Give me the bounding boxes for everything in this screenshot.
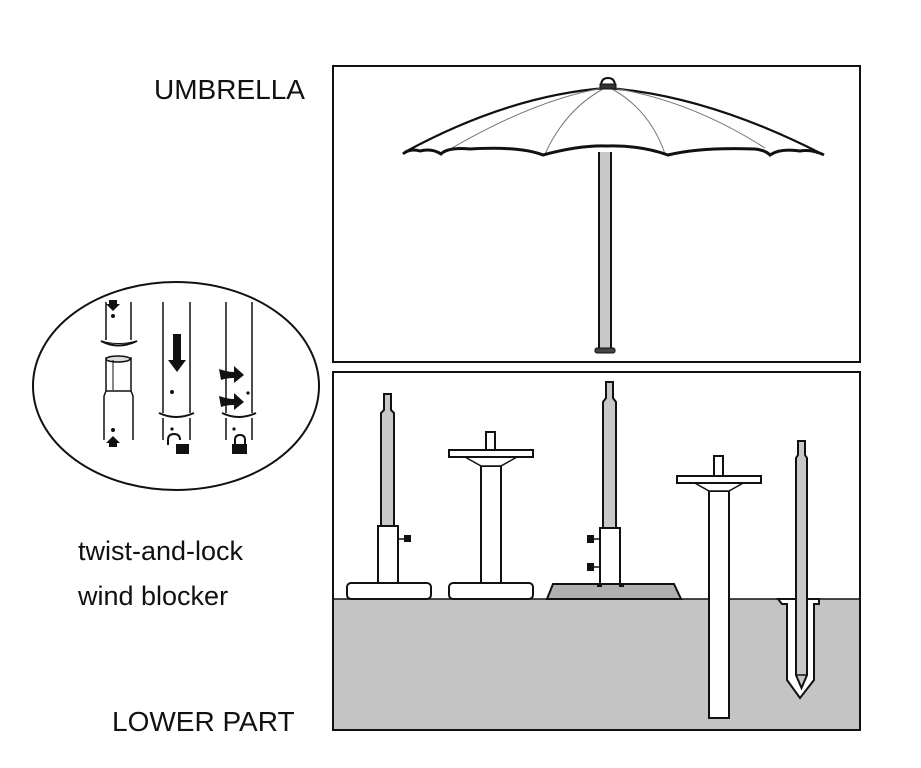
- ground: [334, 599, 859, 729]
- lower-part-label: LOWER PART: [112, 706, 295, 737]
- twist-arrow-icon: [219, 393, 244, 410]
- callout-ellipse: [32, 281, 320, 491]
- locked-padlock-icon: [232, 433, 247, 454]
- canopy-rib: [611, 87, 766, 149]
- wind-blocker-label-line2: wind blocker: [78, 581, 229, 611]
- variant-telescopic-pole-grey-base: [545, 381, 683, 600]
- variant-ground-tube-table: [676, 455, 762, 719]
- step-2-push-down: [158, 302, 195, 454]
- umbrella-label: UMBRELLA: [154, 74, 305, 105]
- arrow-up-icon: [106, 436, 120, 447]
- canopy-rib: [544, 88, 604, 155]
- lower-panel: [332, 371, 861, 731]
- variant-ground-spike: [775, 440, 820, 700]
- step-1-align: [100, 300, 138, 447]
- wind-blocker-label: twist-and-lock wind blocker: [78, 529, 243, 619]
- variant-telescopic-pole-white-base: [346, 393, 432, 600]
- canopy-rib: [611, 88, 666, 155]
- twist-lock-detail-callout: [32, 281, 320, 491]
- variant-table-stand-white-base: [448, 431, 534, 600]
- arrow-down-icon: [168, 334, 186, 372]
- step-3-twist-lock: [219, 302, 257, 454]
- arrow-down-icon: [106, 300, 120, 311]
- lock-knob: [587, 535, 594, 543]
- umbrella-panel: [332, 65, 861, 363]
- unlocked-padlock-icon: [167, 432, 189, 454]
- twist-arrow-icon: [219, 366, 244, 383]
- lock-knob: [404, 535, 411, 542]
- wind-blocker-label-line1: twist-and-lock: [78, 536, 244, 566]
- lock-knob: [587, 563, 594, 571]
- umbrella-canopy: [402, 76, 825, 159]
- canopy-rib: [451, 87, 604, 149]
- umbrella-pole: [594, 145, 616, 354]
